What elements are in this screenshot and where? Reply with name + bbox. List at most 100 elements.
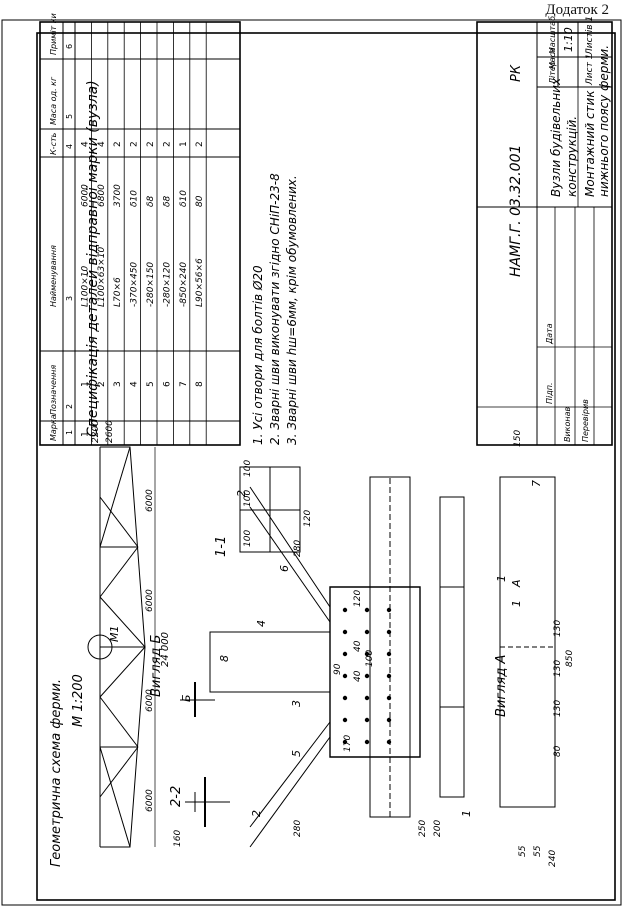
dimension-label: 150 <box>513 430 523 447</box>
part-label: 1 <box>495 575 508 582</box>
bolt-hole <box>364 629 370 635</box>
part-label: 7 <box>530 480 543 487</box>
tb-name-3: Монтажний стик <box>583 90 597 197</box>
bolt-hole <box>364 607 370 613</box>
part-label: 6 <box>278 565 291 572</box>
tb-hdr-stage: Літер <box>548 61 557 85</box>
spec-qty: 4 <box>97 141 107 147</box>
dimension-label: 160 <box>173 830 183 847</box>
bolt-hole <box>386 651 392 657</box>
tb-row-label-1: Виконав <box>563 406 572 442</box>
appendix-label: Додаток 2 <box>545 2 609 18</box>
spec-name: L100×63×10 <box>97 247 107 307</box>
bolt-hole <box>364 695 370 701</box>
spec-pos: 8 <box>195 381 205 387</box>
drawing-code: НАМГ.Г. 03.32.001 <box>508 145 524 277</box>
tb-name-2: конструкцій. <box>565 116 579 197</box>
spec-mark: 1 <box>80 431 90 437</box>
inner-frame <box>36 32 616 901</box>
spec-qty: 2 <box>162 141 172 147</box>
spec-header-2: Позначення <box>49 365 58 415</box>
part-label: 4 <box>255 620 268 627</box>
part-label: 1 <box>510 600 523 607</box>
bolt-hole <box>364 717 370 723</box>
dimension-label: 40 <box>353 640 363 652</box>
spec-colnum-1: 1 <box>65 430 74 435</box>
bolt-hole <box>342 651 348 657</box>
title-block <box>476 21 613 446</box>
outer-border <box>1 19 622 906</box>
section-2-2 <box>185 777 230 827</box>
spec-pos: 4 <box>130 381 140 387</box>
bolt-hole <box>364 739 370 745</box>
bolt-hole <box>386 673 392 679</box>
bolt-hole <box>342 695 348 701</box>
spec-pos: 7 <box>179 381 189 387</box>
section-2-2-label: 2-2 <box>169 786 184 807</box>
spec-qty: 4 <box>80 141 90 147</box>
dimension-label: 280 <box>293 540 303 557</box>
dimension-label: 200 <box>433 820 443 837</box>
truss-title: Геометрична схема ферми. <box>49 679 64 867</box>
dimension-label: 130 <box>553 700 563 717</box>
spec-pos: 5 <box>146 381 156 387</box>
note-1: 1. Усі отвори для болтів Ø20 <box>251 265 265 445</box>
spec-length: δ10 <box>130 190 140 207</box>
dimension-label: 100 <box>365 650 375 667</box>
bolt-hole <box>386 607 392 613</box>
bolt-hole <box>386 695 392 701</box>
section-1-1 <box>239 466 301 553</box>
spec-pos: 1 <box>80 381 90 387</box>
dimension-label: 100 <box>243 530 253 547</box>
bolt-hole <box>342 739 348 745</box>
spec-header-1: Марка <box>49 414 58 441</box>
view-a-label: Вигляд А <box>494 655 509 717</box>
tb-row-label-2: Перевірив <box>581 399 590 442</box>
dimension-label: 40 <box>353 670 363 682</box>
bolt-hole <box>386 629 392 635</box>
spec-name: -370×450 <box>130 262 140 307</box>
spec-length: δ8 <box>162 195 172 207</box>
dimension-label: 250 <box>418 820 428 837</box>
tb-sheets: Листів 1 <box>585 16 595 56</box>
spec-header-3: Найменування <box>49 245 58 307</box>
dimension-label: 100 <box>243 460 253 477</box>
spec-qty: 2 <box>113 141 123 147</box>
truss-span-3: 6000 <box>145 589 155 612</box>
spec-colnum-5: 5 <box>65 114 74 119</box>
dimension-label: 120 <box>353 590 363 607</box>
spec-length: 6000 <box>80 184 90 207</box>
tb-scale: 1:10 <box>562 27 575 52</box>
truss-span-4: 6000 <box>145 489 155 512</box>
dimension-label: 90 <box>333 663 343 675</box>
tb-hdr-mass: Маса <box>548 48 557 69</box>
part-label: 3 <box>290 700 303 707</box>
dimension-label: 130 <box>553 660 563 677</box>
bolt-hole <box>364 651 370 657</box>
truss-total: 24 000 <box>160 632 171 667</box>
part-label: 2 <box>250 810 263 817</box>
truss-node: М1 <box>108 626 121 643</box>
spec-title: Специфікація деталей відправної марки (в… <box>85 80 101 437</box>
part-label: 1 <box>460 810 473 817</box>
dimension-label: 80 <box>553 745 563 757</box>
spec-table <box>39 21 241 446</box>
dimension-label: 120 <box>303 510 313 527</box>
spec-header-6: Приміт ки <box>49 13 58 55</box>
note-3: 3. Зварні шви hш=6мм, крім обумовлених. <box>285 175 299 445</box>
spec-colnum-4: 4 <box>65 144 74 149</box>
spec-name: L90×56×6 <box>195 258 205 307</box>
dimension-label: 280 <box>293 820 303 837</box>
tb-hdr-sign: Підп. <box>545 382 554 404</box>
dimension-label: 55 <box>518 845 528 857</box>
bolt-hole <box>342 673 348 679</box>
spec-length: 6800 <box>97 184 107 207</box>
tb-hdr-scale: Масштаб <box>548 16 557 54</box>
view-b <box>180 682 215 717</box>
spec-qty: 2 <box>195 141 205 147</box>
